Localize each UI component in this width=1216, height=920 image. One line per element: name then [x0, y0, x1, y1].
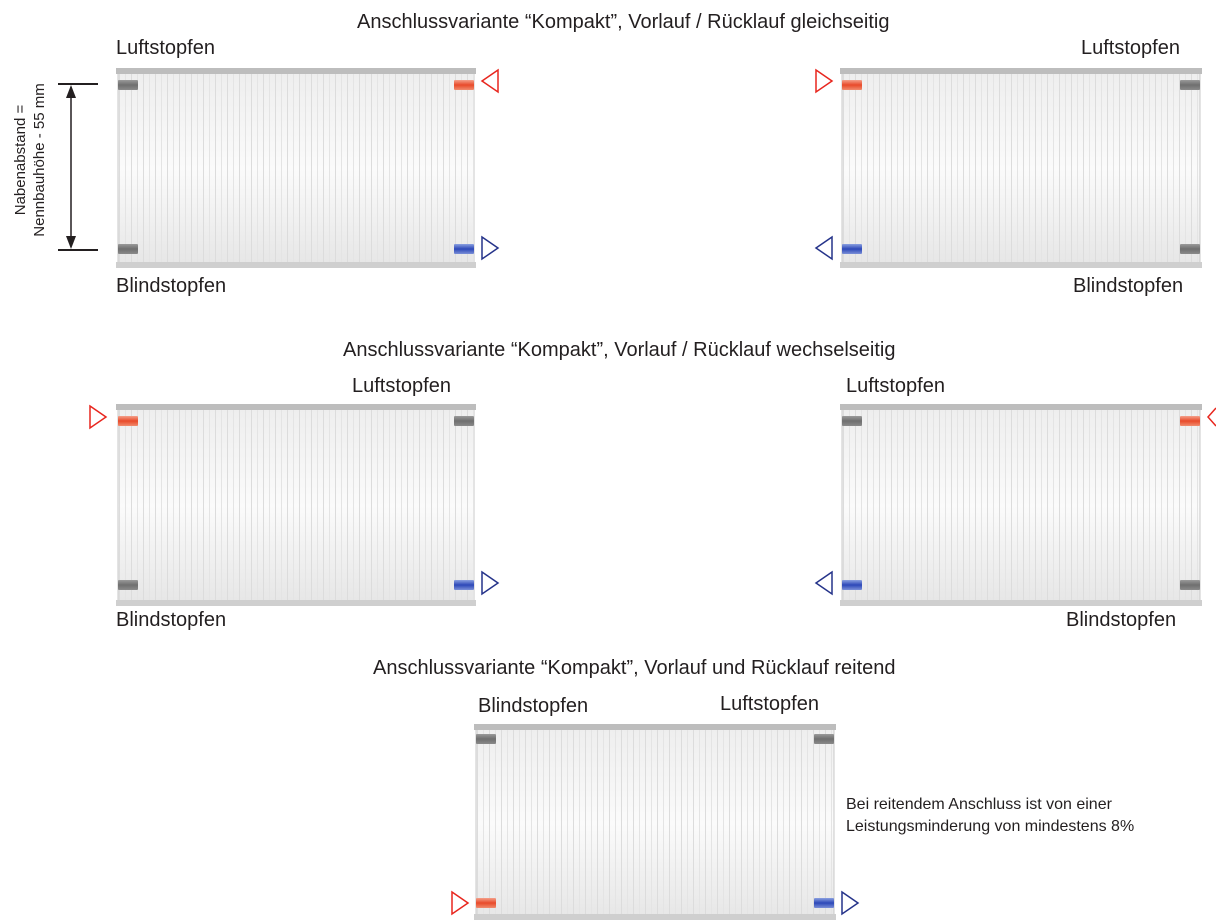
supply-inlet-arrow-icon	[480, 68, 500, 94]
radiator-diagram	[116, 402, 476, 606]
note-line1: Bei reitendem Anschluss ist von einer	[846, 796, 1112, 813]
air-plug-label: Luftstopfen	[720, 693, 819, 715]
air-plug-label: Luftstopfen	[1081, 37, 1180, 59]
air-plug-label: Luftstopfen	[352, 375, 451, 397]
return-outlet-arrow-icon	[814, 570, 834, 596]
blind-plug-label: Blindstopfen	[1066, 609, 1177, 631]
blind-plug-label: Blindstopfen	[1073, 275, 1184, 297]
note-line2: Leistungsminderung von mindestens 8%	[846, 818, 1135, 835]
blind-plug-label: Blindstopfen	[116, 275, 227, 297]
return-outlet-arrow-icon	[840, 890, 860, 916]
section-heading-gleichseitig: Anschlussvariante “Kompakt”, Vorlauf / R…	[357, 11, 890, 33]
radiator-diagram	[840, 402, 1202, 606]
supply-inlet-arrow-icon	[88, 404, 108, 430]
supply-inlet-arrow-icon	[814, 68, 834, 94]
blind-plug-label: Blindstopfen	[116, 609, 227, 631]
supply-inlet-arrow-icon	[1205, 404, 1216, 430]
return-outlet-arrow-icon	[814, 235, 834, 261]
hub-distance-line1: Nabenabstand =	[12, 104, 29, 216]
hub-distance-dimension-arrow	[54, 82, 100, 259]
section-heading-reitend: Anschlussvariante “Kompakt”, Vorlauf und…	[373, 657, 896, 679]
return-outlet-arrow-icon	[480, 570, 500, 596]
performance-reduction-note: Bei reitendem Anschluss ist von einer Le…	[846, 794, 1134, 838]
blind-plug-label: Blindstopfen	[478, 695, 589, 717]
hub-distance-label: Nabenabstand = Nennbauhöhe - 55 mm	[0, 0, 60, 270]
supply-inlet-arrow-icon	[450, 890, 470, 916]
air-plug-label: Luftstopfen	[846, 375, 945, 397]
radiator-diagram	[474, 722, 836, 920]
return-outlet-arrow-icon	[480, 235, 500, 261]
air-plug-label: Luftstopfen	[116, 37, 215, 59]
radiator-diagram	[116, 66, 476, 268]
section-heading-wechselseitig: Anschlussvariante “Kompakt”, Vorlauf / R…	[343, 339, 896, 361]
hub-distance-line2: Nennbauhöhe - 55 mm	[31, 83, 48, 237]
radiator-diagram	[840, 66, 1202, 268]
